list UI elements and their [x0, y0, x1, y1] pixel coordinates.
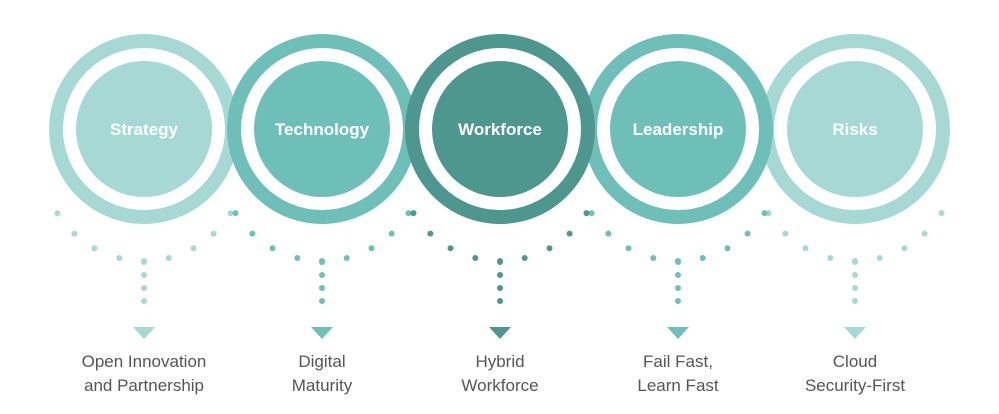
dot: [566, 230, 573, 237]
dot: [141, 272, 147, 278]
dot: [699, 255, 706, 261]
dot: [91, 245, 98, 252]
dot: [319, 259, 325, 265]
dot: [141, 285, 147, 291]
dot: [588, 210, 595, 217]
dot: [232, 210, 239, 217]
stage-leadership: Leadership: [583, 34, 773, 339]
caption-line: Fail Fast,: [643, 352, 713, 371]
dot: [427, 230, 434, 237]
dot: [827, 255, 834, 261]
caption-line: Learn Fast: [637, 376, 719, 395]
stage-title: Workforce: [458, 120, 542, 139]
stage-inner-circle: [432, 61, 568, 197]
dot: [497, 298, 503, 304]
dot: [190, 245, 197, 252]
dot: [546, 245, 553, 252]
dot: [852, 285, 858, 291]
arrow-down-icon: [311, 327, 333, 339]
dot: [761, 210, 768, 217]
dot: [165, 255, 172, 261]
dot: [497, 259, 503, 265]
stage-caption: Open Innovation and Partnership: [54, 350, 234, 398]
stage-title: Leadership: [633, 120, 724, 139]
stage-inner-circle: [787, 61, 923, 197]
dot: [852, 298, 858, 304]
dot: [605, 230, 612, 237]
dot: [319, 272, 325, 278]
dot: [141, 259, 147, 265]
dot: [876, 255, 883, 261]
dot: [782, 230, 789, 237]
dot: [675, 285, 681, 291]
caption-line: and Partnership: [83, 376, 205, 395]
dot: [625, 245, 632, 252]
dot: [901, 245, 908, 252]
caption-line: Security-First: [804, 376, 906, 395]
dot: [343, 255, 350, 261]
dot: [319, 285, 325, 291]
dot: [938, 210, 945, 217]
dot: [744, 230, 751, 237]
dot: [410, 210, 417, 217]
dot: [388, 230, 395, 237]
stage-inner-circle: [610, 61, 746, 197]
dot: [852, 259, 858, 265]
caption-line: Open Innovation: [81, 352, 207, 371]
dot: [921, 230, 928, 237]
arrow-down-icon: [844, 327, 866, 339]
dot: [319, 298, 325, 304]
dot: [405, 210, 412, 217]
caption-line: Hybrid: [475, 352, 525, 371]
dot: [675, 298, 681, 304]
dot: [447, 245, 454, 252]
dot: [521, 255, 528, 261]
stage-title: Strategy: [110, 120, 179, 139]
dot: [210, 230, 217, 237]
dot: [650, 255, 657, 261]
stage-inner-circle: [254, 61, 390, 197]
dot: [724, 245, 731, 252]
dot: [852, 272, 858, 278]
dot: [675, 259, 681, 265]
dot: [497, 272, 503, 278]
arrow-down-icon: [133, 327, 155, 339]
stage-workforce: Workforce: [405, 34, 595, 339]
stage-caption: Fail Fast, Learn Fast: [588, 350, 768, 398]
stage-inner-circle: [76, 61, 212, 197]
stage-title: Risks: [832, 120, 877, 139]
dot: [583, 210, 590, 217]
stage-strategy: Strategy: [49, 34, 239, 339]
dot: [269, 245, 276, 252]
dot: [227, 210, 234, 217]
dot: [54, 210, 61, 217]
arrow-down-icon: [667, 327, 689, 339]
arrow-down-icon: [489, 327, 511, 339]
caption-line: Workforce: [461, 376, 539, 395]
caption-line: Cloud: [832, 352, 878, 371]
dot: [294, 255, 301, 261]
dot: [368, 245, 375, 252]
dot: [472, 255, 479, 261]
dot: [141, 298, 147, 304]
dot: [249, 230, 256, 237]
dot: [116, 255, 123, 261]
caption-line: Digital: [298, 352, 346, 371]
dot: [802, 245, 809, 252]
stage-technology: Technology: [227, 34, 417, 339]
stage-risks: Risks: [760, 34, 950, 339]
caption-line: Maturity: [291, 376, 353, 395]
dot: [71, 230, 78, 237]
dot: [497, 285, 503, 291]
stage-title: Technology: [275, 120, 370, 139]
dot: [675, 272, 681, 278]
